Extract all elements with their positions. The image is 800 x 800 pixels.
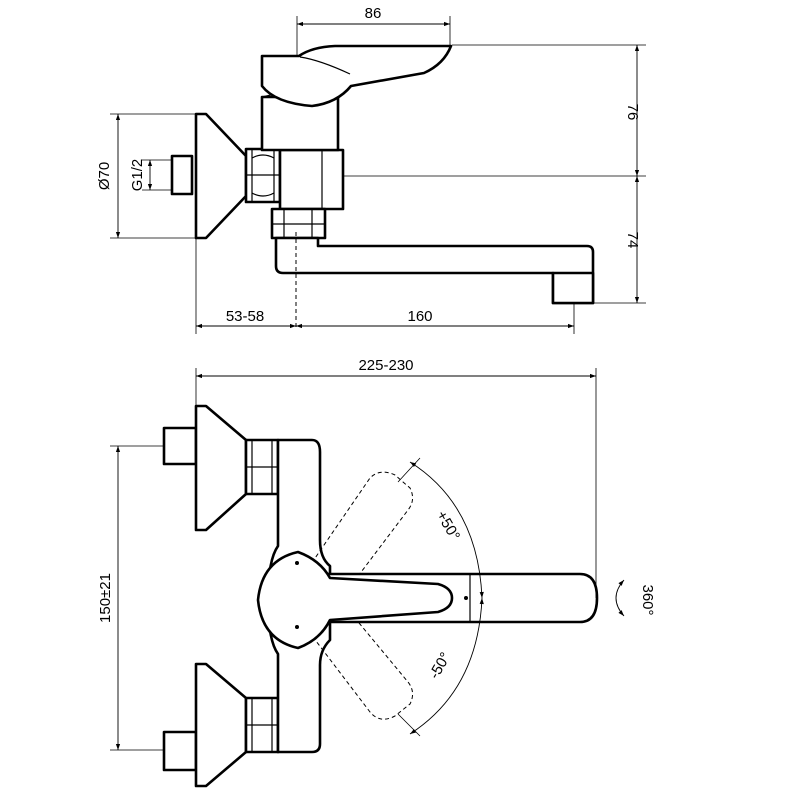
dim-center-distance: 150±21 (97, 573, 114, 623)
top-view (162, 404, 599, 788)
top-view-dimensions: 225-230 150±21 +50° -50° 360° (97, 357, 656, 751)
dim-total-depth: 225-230 (358, 357, 413, 374)
side-view (170, 44, 595, 330)
dim-handle-length: 86 (365, 5, 382, 22)
dim-thread: G1/2 (129, 159, 146, 192)
dim-height-lower: 74 (624, 232, 641, 249)
dim-spout-reach: 160 (407, 308, 432, 325)
dim-spout-rotation: 360° (639, 584, 656, 615)
side-view-dimensions: 86 76 74 Ø70 G1/2 53-58 160 (96, 5, 646, 334)
dim-rosette-diameter: Ø70 (96, 162, 113, 190)
dim-wall-projection: 53-58 (226, 308, 264, 325)
dim-lever-angle-down: -50° (426, 650, 455, 682)
dim-lever-angle-up: +50° (433, 508, 463, 544)
dim-height-upper: 76 (624, 104, 641, 121)
